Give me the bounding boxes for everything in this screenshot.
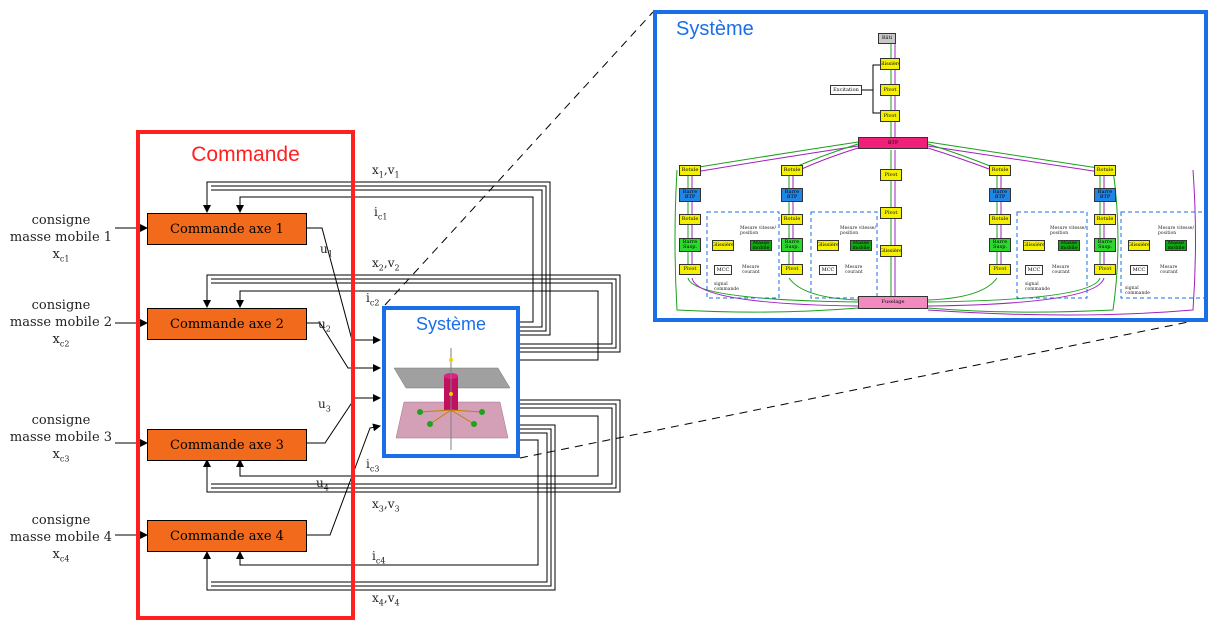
zoom-signal-a3: signal commande — [1025, 282, 1050, 292]
consigne-3-line2: masse mobile 3 — [9, 430, 113, 445]
zoom-rotule-a4b: Rotule — [1094, 214, 1116, 225]
zoom-barre-susp-a2: Barre Susp. — [781, 238, 803, 252]
zoom-rotule-a1b: Rotule — [679, 214, 701, 225]
consigne-4: consigne masse mobile 4 xc4 — [6, 512, 116, 568]
zoom-masse-a4: Masse mobile — [1165, 240, 1187, 251]
commande-axe-1: Commande axe 1 — [147, 213, 307, 245]
consigne-3-sub: c3 — [59, 454, 70, 464]
consigne-3: consigne masse mobile 3 xc3 — [6, 412, 116, 468]
zoom-pivot-c1: Pivot — [880, 169, 902, 181]
zoom-pivot-a3: Pivot — [989, 264, 1011, 275]
consigne-2-var: x — [52, 332, 60, 347]
zoom-barre-btp-a3: Barre BTP — [989, 188, 1011, 202]
zoom-pivot-a1: Pivot — [679, 264, 701, 275]
consigne-1-var: x — [52, 247, 60, 262]
zoom-barre-susp-a3: Barre Susp. — [989, 238, 1011, 252]
consigne-2-line1: consigne — [31, 298, 91, 313]
zoom-signal-a4: signal commande — [1125, 286, 1150, 296]
systeme-render-image — [393, 348, 511, 450]
zoom-rotule-a3b: Rotule — [989, 214, 1011, 225]
zoom-mesure-vp-a1: Mesure vitesse/ position — [740, 226, 776, 236]
zoom-barre-btp-a4: Barre BTP — [1094, 188, 1116, 202]
label-ic2: ic2 — [366, 291, 380, 308]
label-u1: u1 — [320, 242, 333, 259]
zoom-masse-a3: Masse mobile — [1058, 240, 1080, 251]
zoom-title: Système — [676, 18, 754, 40]
zoom-btp: BTP — [858, 137, 928, 149]
zoom-mcc-a1: MCC — [714, 265, 732, 275]
zoom-mcc-a3: MCC — [1025, 265, 1043, 275]
zoom-glissiere-a1: Glissière — [712, 240, 734, 251]
consigne-3-line1: consigne — [31, 413, 91, 428]
consigne-4-sub: c4 — [59, 554, 70, 564]
zoom-glissiere-c: Glissière — [880, 245, 902, 257]
zoom-barre-btp-a1: Barre BTP — [679, 188, 701, 202]
consigne-4-line2: masse mobile 4 — [9, 530, 113, 545]
commande-axe-2: Commande axe 2 — [147, 308, 307, 340]
consigne-4-var: x — [52, 547, 60, 562]
zoom-mesure-courant-a2: Mesure courant — [845, 265, 863, 275]
zoom-excitation: Excitation — [830, 85, 862, 95]
zoom-fuselage: Fuselage — [858, 296, 928, 309]
zoom-pivot-a4: Pivot — [1094, 264, 1116, 275]
consigne-3-var: x — [52, 447, 60, 462]
label-xv1: x1,v1 — [372, 163, 400, 180]
consigne-1-sub: c1 — [59, 254, 70, 264]
commande-axe-4: Commande axe 4 — [147, 520, 307, 552]
label-xv3: x3,v3 — [372, 497, 400, 514]
zoom-pivot-a2: Pivot — [781, 264, 803, 275]
commande-axe-3: Commande axe 3 — [147, 429, 307, 461]
zoom-masse-a2: Masse mobile — [850, 240, 872, 251]
zoom-glissiere-top: Glissière — [880, 58, 900, 70]
label-ic4: ic4 — [372, 549, 386, 566]
label-xv2: x2,v2 — [372, 256, 400, 273]
commande-title: Commande — [191, 143, 300, 166]
zoom-rotule-a3: Rotule — [989, 165, 1011, 176]
zoom-mesure-vp-a2: Mesure vitesse/ position — [840, 226, 876, 236]
zoom-mesure-vp-a4: Mesure vitesse/ position — [1158, 226, 1194, 236]
zoom-pivot-1: Pivot — [880, 84, 900, 96]
consigne-4-line1: consigne — [31, 513, 91, 528]
zoom-mesure-vp-a3: Mesure vitesse/ position — [1050, 226, 1086, 236]
zoom-pivot-2: Pivot — [880, 110, 900, 122]
consigne-1-line2: masse mobile 1 — [9, 230, 113, 245]
zoom-rotule-a2b: Rotule — [781, 214, 803, 225]
consigne-2-line2: masse mobile 2 — [9, 315, 113, 330]
label-u4: u4 — [316, 476, 329, 493]
zoom-barre-susp-a4: Barre Susp. — [1094, 238, 1116, 252]
zoom-rotule-a4: Rotule — [1094, 165, 1116, 176]
zoom-bati: Bâti — [878, 33, 896, 44]
label-xv4: x4,v4 — [372, 591, 400, 608]
zoom-glissiere-a4: Glissière — [1128, 240, 1150, 251]
zoom-mesure-courant-a1: Mesure courant — [742, 265, 760, 275]
zoom-mcc-a2: MCC — [819, 265, 837, 275]
zoom-barre-susp-a1: Barre Susp. — [679, 238, 701, 252]
zoom-pivot-c2: Pivot — [880, 207, 902, 219]
zoom-mesure-courant-a4: Mesure courant — [1160, 265, 1178, 275]
label-u3: u3 — [318, 397, 331, 414]
consigne-1-line1: consigne — [31, 213, 91, 228]
label-u2: u2 — [318, 317, 331, 334]
consigne-2: consigne masse mobile 2 xc2 — [6, 297, 116, 353]
zoom-glissiere-a3: Glissière — [1023, 240, 1045, 251]
zoom-glissiere-a2: Glissière — [817, 240, 839, 251]
zoom-wiring — [674, 44, 1206, 316]
label-ic3: ic3 — [366, 457, 380, 474]
label-ic1: ic1 — [374, 205, 388, 222]
zoom-mesure-courant-a3: Mesure courant — [1052, 265, 1070, 275]
zoom-rotule-a1: Rotule — [679, 165, 701, 176]
zoom-barre-btp-a2: Barre BTP — [781, 188, 803, 202]
zoom-rotule-a2: Rotule — [781, 165, 803, 176]
systeme-title: Système — [415, 314, 487, 334]
zoom-masse-a1: Masse mobile — [750, 240, 772, 251]
zoom-mcc-a4: MCC — [1130, 265, 1148, 275]
zoom-signal-a1: signal commande — [714, 282, 739, 292]
consigne-2-sub: c2 — [59, 339, 70, 349]
consigne-1: consigne masse mobile 1 xc1 — [6, 212, 116, 268]
